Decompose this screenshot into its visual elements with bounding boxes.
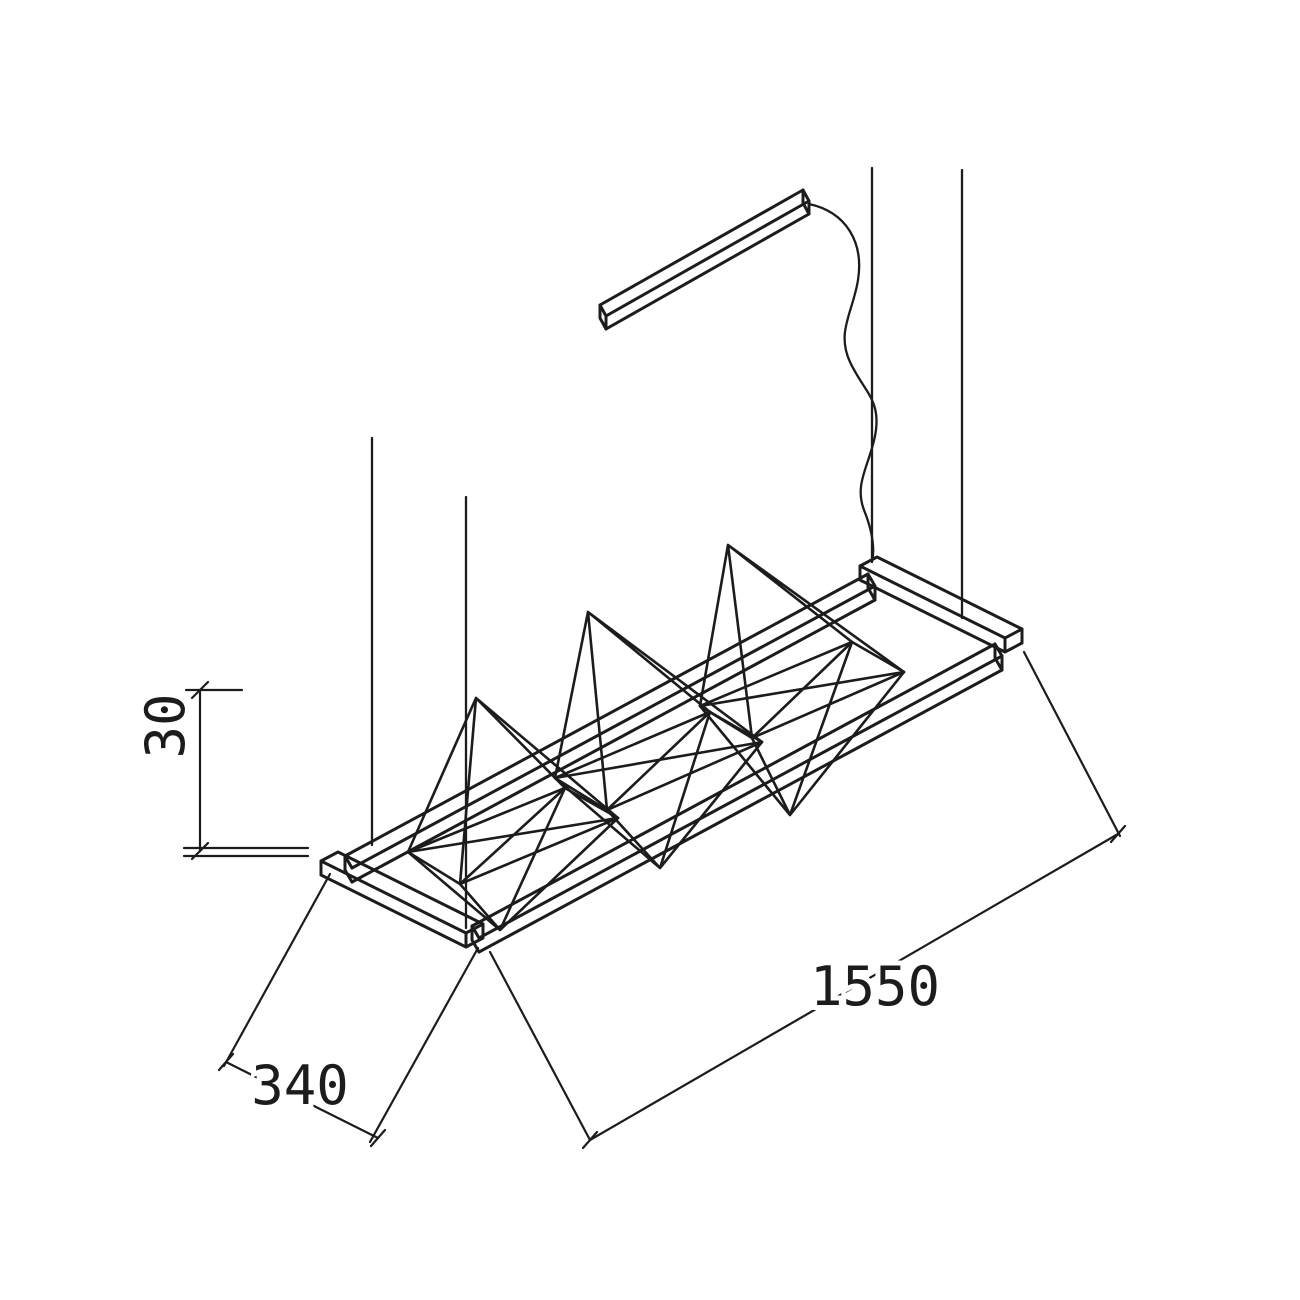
shade-2-bottom-edges	[553, 710, 764, 870]
power-cable-curve	[807, 202, 878, 564]
ceiling-mount-rail	[598, 188, 811, 331]
dim-1550-extension-left	[488, 950, 592, 1142]
dimension-height-30	[182, 680, 310, 861]
end-cap-right-bottom-edges	[858, 564, 1024, 654]
dim-340-extension-back	[222, 872, 332, 1068]
dim-30-ticks	[190, 680, 210, 861]
fixture-frame-back-rail	[343, 572, 877, 884]
shade-1-bottom-edges	[406, 786, 620, 932]
shade-1-diagonals	[406, 786, 620, 886]
dimension-labels: 30 340 1550	[129, 688, 945, 1122]
dim-340-ticks	[217, 1052, 387, 1148]
back-rail-left-end	[343, 854, 354, 884]
wire-polyhedron-shade-3	[698, 543, 906, 817]
dim-1550-ticks	[581, 824, 1127, 1150]
end-cap-left-bottom-edges	[319, 859, 485, 949]
wire-polyhedron-shade-2	[553, 610, 764, 870]
pendant-light-drawing: 30 340 1550	[129, 166, 1127, 1150]
dimension-label-length: 1550	[810, 955, 940, 1018]
dim-340-extension-front	[368, 946, 480, 1144]
shade-2-diagonals	[553, 710, 764, 812]
dim-1550-line	[588, 832, 1120, 1142]
back-rail-top-edge	[343, 572, 870, 858]
wire-polyhedron-shade-1	[406, 696, 620, 932]
ceiling-rail-front-edge	[604, 199, 811, 318]
power-cable	[807, 202, 878, 564]
front-rail-front-edge	[477, 654, 1004, 940]
shade-3-bottom-edges	[698, 640, 906, 817]
front-rail-bottom-edge	[477, 668, 1004, 954]
dim-1550-extension-right	[1022, 650, 1122, 838]
shade-3-diagonals	[698, 640, 906, 740]
shade-3-apex-edges	[698, 543, 906, 740]
ceiling-rail-left-end	[598, 303, 608, 331]
ceiling-rail-bottom-edge	[604, 212, 811, 331]
dim-340-line	[224, 1060, 380, 1140]
fixture-end-cap-right	[858, 555, 1024, 654]
back-rail-bottom-edge	[350, 598, 877, 884]
dimension-length-1550	[488, 650, 1127, 1150]
fixture-end-cap-left	[319, 850, 485, 949]
dimension-label-height: 30	[134, 693, 197, 758]
dimension-label-width: 340	[251, 1054, 349, 1117]
end-cap-right-top-face	[858, 555, 1024, 640]
shade-1-apex-edges	[406, 696, 620, 886]
shade-2-apex-edges	[553, 610, 764, 812]
back-rail-front-edge	[350, 584, 877, 870]
front-rail-top-edge	[470, 642, 997, 928]
ceiling-rail-top-edge	[598, 188, 805, 307]
ceiling-rail-right-end	[801, 188, 811, 216]
dimension-width-340	[217, 872, 480, 1148]
dim-30-bottom-extension	[182, 846, 310, 858]
suspension-wires	[370, 166, 964, 930]
fixture-frame-front-rail	[470, 642, 1004, 954]
